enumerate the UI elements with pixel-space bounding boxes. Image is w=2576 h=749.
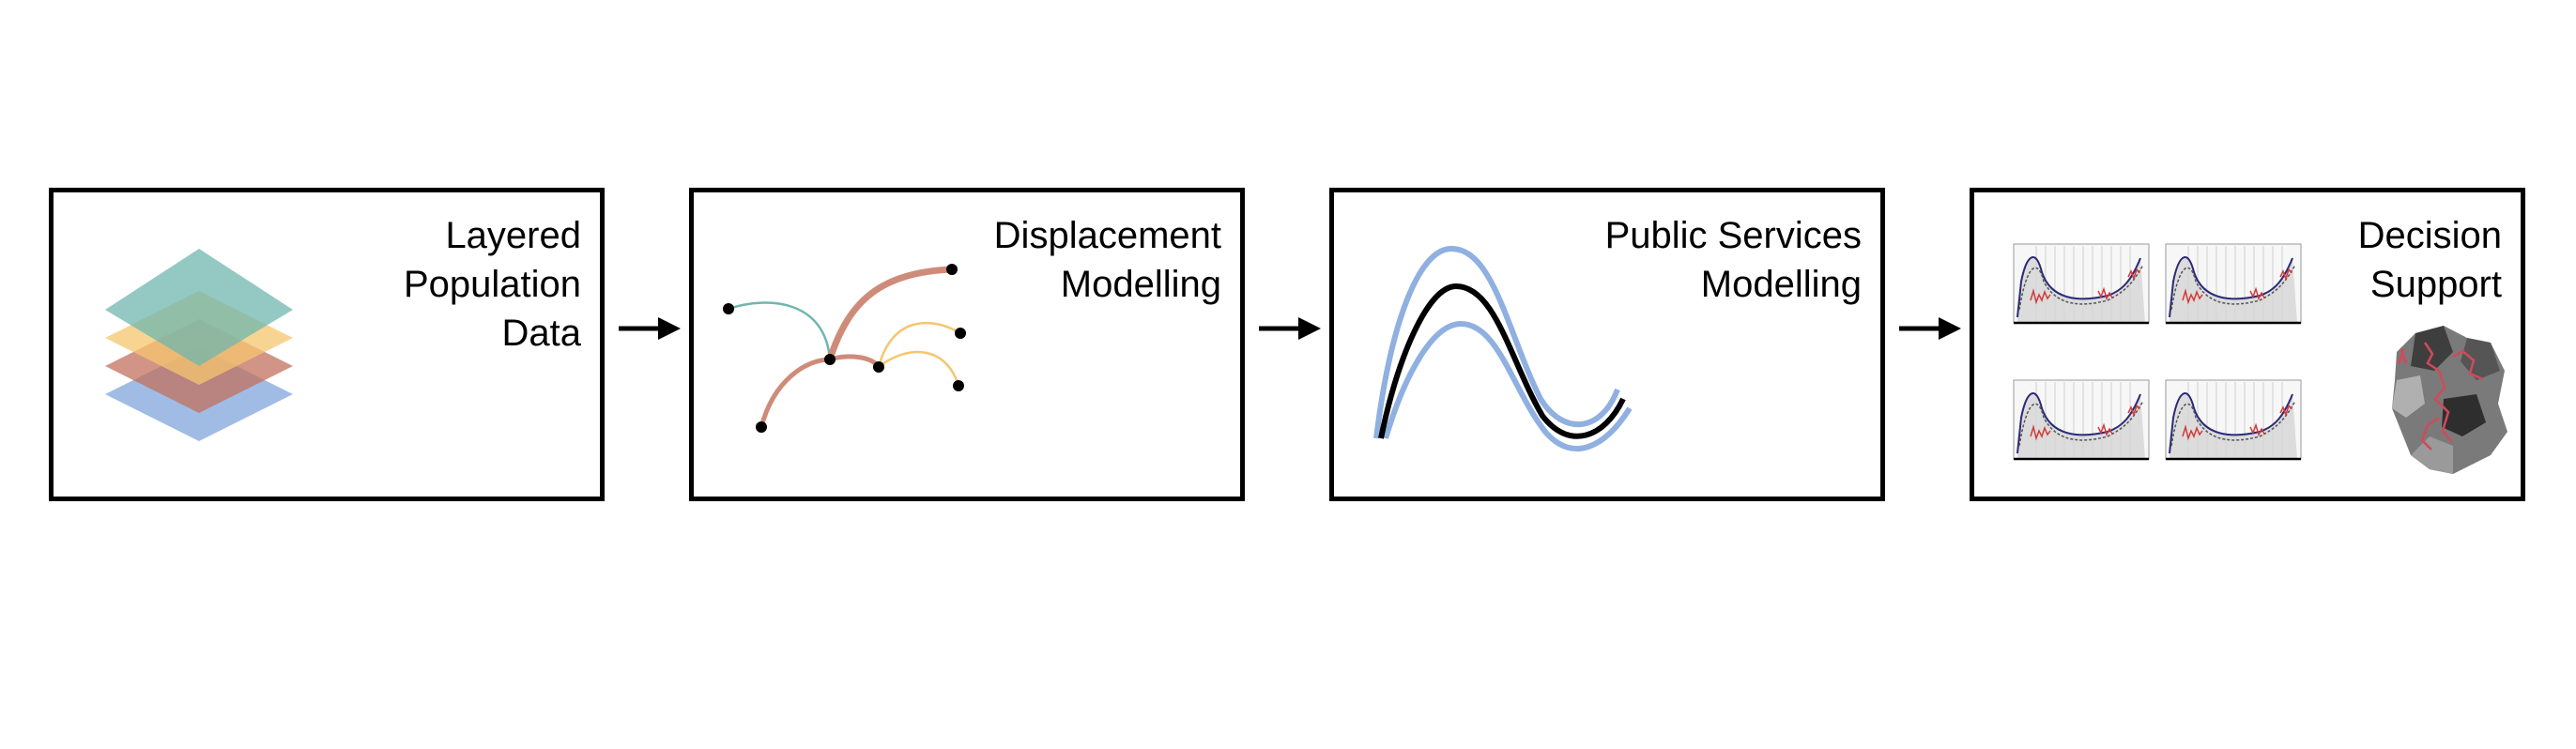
stage-title-line: Modelling <box>1060 264 1221 305</box>
mini-plot <box>2012 378 2151 461</box>
flow-node <box>946 264 958 275</box>
stacked-layers-icon <box>105 249 293 441</box>
stage-title: Displacement Modelling <box>994 211 1221 309</box>
flow-node <box>955 328 966 339</box>
mini-plot <box>2012 242 2151 325</box>
upper-band-curve <box>1373 245 1620 439</box>
mini-plot <box>2164 242 2303 325</box>
flow-edge <box>877 321 961 368</box>
stage-title-line: Data <box>501 313 582 354</box>
plots-and-map-icon <box>2012 242 2507 474</box>
stage-title: Decision Support <box>2358 211 2502 309</box>
stage-title-line: Public Services <box>1604 215 1862 256</box>
map-marker-icon <box>2397 348 2408 364</box>
stage-decision-support: Decision Support <box>1970 188 2525 501</box>
layer-teal <box>105 249 293 366</box>
stage-title-line: Displacement <box>993 215 1221 256</box>
flow-edge <box>826 266 953 361</box>
stage-title: Public Services Modelling <box>1605 211 1862 309</box>
stage-displacement-modelling: Displacement Modelling <box>689 188 1245 501</box>
arrow-icon <box>1259 317 1321 340</box>
arrow-icon <box>619 317 681 340</box>
mini-plot <box>2164 378 2303 461</box>
stage-layered-population-data: Layered Population Data <box>49 188 605 501</box>
lower-band-curve <box>1383 320 1633 451</box>
mean-curve <box>1378 283 1626 439</box>
flow-edge <box>829 354 882 369</box>
stage-title-line: Population <box>403 264 581 305</box>
uncertainty-curve-icon <box>1373 245 1633 451</box>
arrow-icon <box>1899 317 1961 340</box>
stage-title-line: Modelling <box>1700 264 1862 305</box>
network-flow-icon <box>723 264 966 433</box>
region-map <box>2392 326 2507 474</box>
stage-title-line: Support <box>2369 264 2502 305</box>
flow-node <box>824 354 836 365</box>
flow-node <box>953 380 964 391</box>
flow-node <box>873 361 884 373</box>
flow-node <box>756 421 767 433</box>
flow-edge <box>878 350 960 387</box>
stage-title: Layered Population Data <box>404 211 581 358</box>
flow-node <box>723 303 734 314</box>
stage-public-services-modelling: Public Services Modelling <box>1329 188 1885 501</box>
flow-edge <box>759 357 831 428</box>
stage-title-line: Decision <box>2357 215 2502 256</box>
flow-edge <box>728 301 832 360</box>
stage-title-line: Layered <box>445 215 581 256</box>
